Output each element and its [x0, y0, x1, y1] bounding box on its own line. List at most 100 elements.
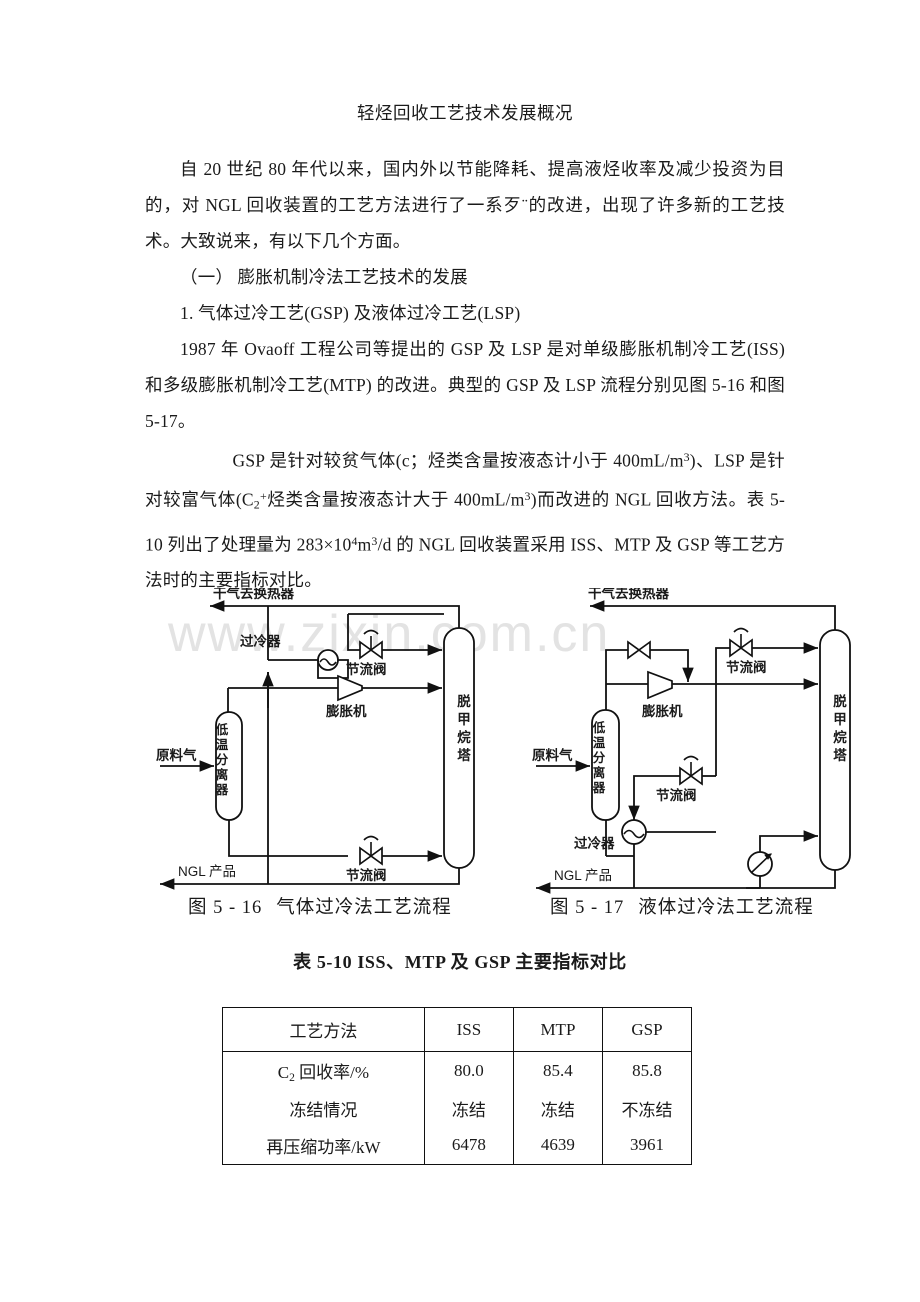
c2-sub: 2 — [289, 1070, 295, 1084]
comparison-table: 工艺方法 ISS MTP GSP C2 回收率/% 80.0 85.4 85.8… — [222, 1007, 693, 1165]
right-label-demethanizer: 脱 — [833, 693, 847, 709]
paragraph-1: 自 20 世纪 80 年代以来，国内外以节能降耗、提高液烃收率及减少投资为目的，… — [145, 159, 785, 251]
right-valve-feed — [715, 647, 730, 684]
right-bypass-valve-symbol — [627, 640, 651, 660]
table-title: 表 5-10 ISS、MTP 及 GSP 主要指标对比 — [293, 952, 627, 972]
p5-part-4: )而改进的 NGL 回收方法。表 5-10 列出了处理量为 283×10 — [145, 489, 785, 554]
svg-text:离: 离 — [216, 767, 229, 782]
left-dry-gas-line — [210, 600, 460, 628]
table-cell-value: 不冻结 — [601, 1089, 693, 1127]
left-subcooler-loop — [317, 659, 349, 679]
figure-5-17-title: 液体过冷法工艺流程 — [638, 898, 814, 918]
left-valve-feed-a — [347, 614, 360, 651]
table-row: C2 回收率/% 80.0 85.4 85.8 — [222, 1050, 693, 1090]
page-title: 轻烃回收工艺技术发展概况 — [357, 103, 573, 123]
right-label-dry-gas: 干气去换热器 — [588, 588, 669, 601]
table-header-gsp: GSP — [601, 1007, 693, 1052]
left-label-separator-1: 低 — [215, 722, 229, 737]
p5-part-1: GSP 是针对较贫气体(c；烃类含量按液态计小于 400mL/m — [232, 450, 684, 471]
right-label-throttle-mid: 节流阀 — [656, 787, 697, 803]
right-bypass-right — [650, 649, 694, 682]
right-label-separator: 低 — [592, 720, 606, 735]
table-cell-value: 6478 — [423, 1126, 514, 1165]
p5-part-6: /d 的 NGL 回收装置采用 ISS、MTP 及 GSP 等工艺方法时的主要指… — [145, 534, 785, 590]
figure-5-16-caption: 图 5 - 16 气体过冷法工艺流程 — [188, 893, 452, 919]
table-cell-value: 4639 — [512, 1126, 603, 1165]
figures-area: 干气去换热器 过冷器 节流阀 膨胀机 原料气 低 温 分 离 器 脱 甲 烷 塔… — [150, 585, 880, 938]
p5-part-2: )、LSP 是针对较富气体(C — [145, 450, 785, 510]
right-throttle-valve-mid-symbol — [679, 755, 703, 786]
svg-text:塔: 塔 — [833, 747, 847, 763]
svg-text:分: 分 — [216, 752, 229, 767]
table-row: 再压缩功率/kW 6478 4639 3961 — [222, 1126, 693, 1165]
left-subcooler-symbol — [317, 649, 339, 671]
c2-main: C — [277, 1063, 290, 1082]
p5-sup-2: 3 — [524, 489, 531, 504]
left-label-subcooler: 过冷器 — [240, 633, 281, 649]
svg-text:烷: 烷 — [457, 729, 471, 745]
document-body: 轻烃回收工艺技术发展概况 自 20 世纪 80 年代以来，国内外以节能降耗、提高… — [145, 100, 785, 598]
figure-5-17-caption: 图 5 - 17 液体过冷法工艺流程 — [550, 893, 814, 919]
left-expander-symbol — [337, 674, 363, 702]
figure-5-17 — [536, 600, 851, 894]
left-sep-bottom-line — [228, 820, 348, 857]
right-throttle-valve-top-symbol — [729, 627, 753, 658]
left-label-dry-gas: 干气去换热器 — [213, 588, 294, 601]
right-midvalve-out — [628, 775, 680, 820]
right-label-throttle-top: 节流阀 — [726, 659, 767, 675]
figure-5-16-number: 图 5 - 16 — [188, 898, 263, 918]
svg-text:温: 温 — [216, 738, 229, 752]
process-flow-diagrams: 干气去换热器 过冷器 节流阀 膨胀机 原料气 低 温 分 离 器 脱 甲 烷 塔… — [156, 585, 851, 894]
p5-sup-1: 3 — [683, 450, 690, 464]
right-reboiler-a — [746, 870, 836, 889]
right-expander-symbol — [647, 670, 673, 700]
p5-part-3: 烃类含量按液态计大于 400mL/m — [266, 489, 525, 510]
left-throttle-valve-top-symbol — [359, 629, 383, 660]
left-label-expander: 膨胀机 — [326, 703, 367, 719]
right-label-feed-gas: 原料气 — [532, 747, 573, 763]
right-reboiler-symbol — [747, 851, 773, 877]
figure-5-16-labels: 干气去换热器 过冷器 节流阀 膨胀机 原料气 低 温 分 离 器 脱 甲 烷 塔… — [156, 585, 471, 883]
table-cell-label: 再压缩功率/kW — [222, 1126, 425, 1165]
svg-text:烷: 烷 — [833, 729, 847, 745]
table-cell-label: C2 回收率/% — [222, 1050, 425, 1090]
figure-5-17-labels: 干气去换热器 节流阀 膨胀机 原料气 低 温 分 离 器 节流阀 过冷器 脱 甲… — [532, 585, 847, 883]
figure-5-17-number: 图 5 - 17 — [550, 898, 625, 918]
svg-text:器: 器 — [592, 781, 606, 795]
paragraph-2: （一） 膨胀机制冷法工艺技术的发展 — [180, 267, 468, 287]
svg-text:塔: 塔 — [457, 747, 471, 763]
table-header-mtp: MTP — [512, 1007, 603, 1052]
left-throttle-valve-bottom-symbol — [359, 835, 383, 866]
left-label-throttle-top: 节流阀 — [346, 661, 387, 677]
right-bypass-left — [605, 649, 628, 684]
table-cell-value: 85.8 — [601, 1050, 693, 1090]
left-label-throttle-bottom: 节流阀 — [346, 867, 387, 883]
left-label-ngl: NGL 产品 — [178, 864, 236, 879]
p5-sup-plus: + — [259, 489, 267, 504]
right-subcooler-symbol — [621, 819, 647, 845]
left-label-feed-gas: 原料气 — [156, 747, 197, 763]
c2-rest: 回收率/% — [294, 1063, 370, 1082]
table-header-iss: ISS — [423, 1007, 514, 1052]
table-cell-value: 冻结 — [512, 1089, 603, 1127]
table-cell-value: 冻结 — [423, 1089, 514, 1127]
figure-5-16-title: 气体过冷法工艺流程 — [276, 898, 452, 918]
svg-text:离: 离 — [593, 765, 606, 780]
table-cell-label: 冻结情况 — [222, 1089, 425, 1127]
svg-text:甲: 甲 — [457, 712, 471, 727]
left-ngl-line-a — [268, 868, 460, 885]
paragraph-4: 1987 年 Ovaoff 工程公司等提出的 GSP 及 LSP 是对单级膨胀机… — [145, 339, 785, 431]
svg-text:甲: 甲 — [833, 712, 847, 727]
p5-sub-1: 2 — [253, 497, 260, 512]
paragraph-5: GSP 是针对较贫气体(c；烃类含量按液态计小于 400mL/m3)、LSP 是… — [145, 439, 785, 598]
table-row: 冻结情况 冻结 冻结 不冻结 — [222, 1089, 693, 1127]
table-cell-value: 3961 — [601, 1126, 693, 1165]
p5-sup-3: 3 — [371, 533, 378, 548]
right-reboiler-up — [759, 830, 818, 852]
table-cell-value: 85.4 — [512, 1050, 603, 1090]
p5-part-5: m — [357, 534, 372, 554]
svg-text:分: 分 — [593, 750, 606, 765]
svg-text:器: 器 — [215, 783, 229, 797]
figure-5-16 — [160, 600, 475, 890]
